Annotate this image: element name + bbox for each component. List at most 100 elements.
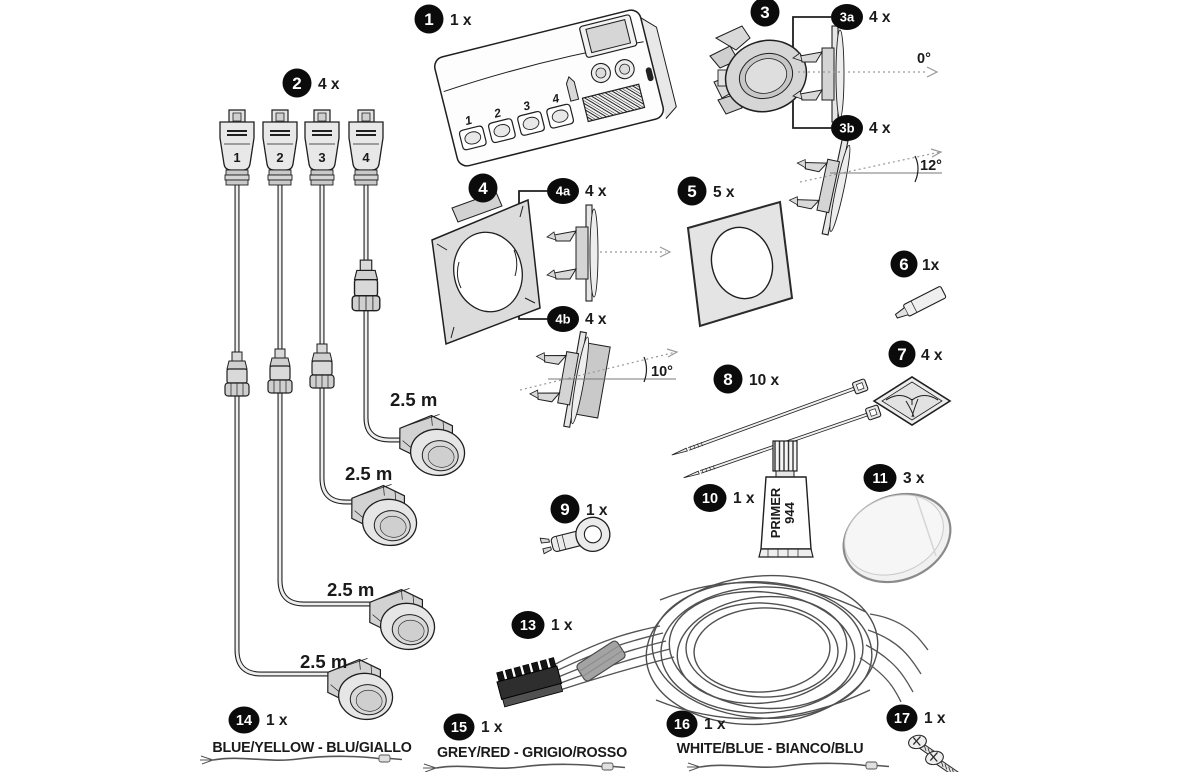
item-11-qty: 3 x <box>903 470 925 487</box>
item-3b-badge: 3b <box>831 115 863 141</box>
item-13-badge: 13 <box>511 611 545 639</box>
sensor-4 <box>394 409 470 479</box>
item-13-group: 13 1 x <box>496 574 929 726</box>
angle-12-label: 12° <box>920 158 942 174</box>
unit-port-label: 3 <box>522 98 532 113</box>
item-17-qty: 1 x <box>924 710 946 727</box>
item-4a-badge-label: 4a <box>556 184 571 199</box>
item-2-qty: 4 x <box>318 76 340 93</box>
adhesive-oval <box>842 492 952 584</box>
item-4a-badge: 4a <box>547 178 579 204</box>
item-14-badge: 14 <box>228 706 260 734</box>
ferrule-1 <box>224 351 250 397</box>
item-17-badge: 17 <box>886 704 918 732</box>
item-1-badge-label: 1 <box>424 10 433 29</box>
plug-4-label: 4 <box>362 150 370 165</box>
item-7-group: 7 4 x <box>872 340 952 426</box>
item-5-badge-label: 5 <box>687 182 696 201</box>
bracket-10deg <box>524 324 611 429</box>
plug-3-label: 3 <box>318 150 325 165</box>
item-14-group: 14 1 x BLUE/YELLOW - BLU/GIALLO <box>199 706 412 765</box>
angle-10-label: 10° <box>651 364 673 380</box>
item-3b-qty: 4 x <box>869 120 891 137</box>
plug-1-label: 1 <box>233 150 240 165</box>
item-13-qty: 1 x <box>551 617 573 634</box>
sensor-2 <box>364 583 440 653</box>
unit-port-label: 2 <box>492 106 503 122</box>
item-16-color-label: WHITE/BLUE - BIANCO/BLU <box>677 741 864 757</box>
item-15-qty: 1 x <box>481 719 503 736</box>
unit-port-label: 1 <box>464 113 474 128</box>
item-8-badge-label: 8 <box>723 370 732 389</box>
adhesive-pad <box>872 376 952 426</box>
item-8-group: 8 10 x <box>667 364 884 486</box>
item-4b-badge-label: 4b <box>555 312 570 327</box>
bracket-0deg <box>546 204 599 302</box>
item-10-badge-label: 10 <box>702 491 718 507</box>
cable-length-label: 2.5 m <box>300 651 347 672</box>
item-7-badge-label: 7 <box>897 345 906 364</box>
arrow-12deg <box>930 148 943 158</box>
item-16-qty: 1 x <box>704 716 726 733</box>
item-1-group: 1 2 3 4 1 1 x <box>414 4 677 167</box>
item-4-badge-label: 4 <box>478 179 488 198</box>
item-5-qty: 5 x <box>713 184 735 201</box>
item-11-badge-label: 11 <box>872 471 887 487</box>
plug-1 <box>219 109 255 186</box>
ferrule-2 <box>267 348 293 394</box>
arrow-to-pad <box>659 246 672 258</box>
item-5-group: 5 5 x <box>677 176 794 328</box>
arrow-10deg <box>666 348 679 358</box>
item-2-badge-label: 2 <box>292 74 301 93</box>
holder-12deg <box>783 131 855 237</box>
wire-grey-red <box>422 762 626 772</box>
item-13-badge-label: 13 <box>520 618 536 634</box>
item-1-qty: 1 x <box>450 12 472 29</box>
item-9-badge-label: 9 <box>560 500 569 519</box>
item-2-group: 1 2 3 4 2.5 m 2.5 m 2.5 m 2.5 m 2 4 x <box>219 68 470 723</box>
item-3-group: 3 0° 3a 4 x 12° 3b 4 x <box>709 0 943 237</box>
ring-terminal <box>539 516 611 555</box>
wire-blue-yellow <box>199 754 403 765</box>
item-10-group: PRIMER 944 10 1 x <box>693 440 814 558</box>
sensor-cables <box>234 183 405 677</box>
item-4b-badge: 4b <box>547 306 579 332</box>
item-3b-badge-label: 3b <box>839 121 854 136</box>
harness-coil <box>645 574 879 726</box>
item-1-badge: 1 <box>414 4 444 34</box>
item-14-badge-label: 14 <box>236 713 252 729</box>
cable-length-label: 2.5 m <box>327 579 374 600</box>
primer-tube-label: 944 <box>782 501 797 523</box>
item-3a-badge: 3a <box>831 4 863 30</box>
item-8-qty: 10 x <box>749 372 780 389</box>
ferrule-3 <box>309 343 335 389</box>
item-15-group: 15 1 x GREY/RED - GRIGIO/ROSSO <box>422 713 627 772</box>
item-9-badge: 9 <box>550 494 580 524</box>
item-6-badge-label: 6 <box>899 255 908 274</box>
item-7-badge: 7 <box>888 340 916 368</box>
item-2-badge: 2 <box>282 68 312 98</box>
cable-length-label: 2.5 m <box>390 389 437 410</box>
item-10-qty: 1 x <box>733 490 755 507</box>
item-16-group: 16 1 x WHITE/BLUE - BIANCO/BLU <box>666 710 890 772</box>
harness-sleeve <box>576 640 626 682</box>
item-14-color-label: BLUE/YELLOW - BLU/GIALLO <box>212 740 411 756</box>
item-4b-qty: 4 x <box>585 311 607 328</box>
arrow-0deg <box>926 66 939 78</box>
item-10-badge: 10 <box>693 484 727 512</box>
item-9-group: 9 1 x <box>539 494 611 555</box>
unit-ports <box>458 103 575 151</box>
primer-tube: PRIMER 944 <box>758 440 814 558</box>
item-11-badge: 11 <box>863 464 897 492</box>
item-6-qty: 1x <box>922 257 940 274</box>
sensor-holder-ring <box>709 25 808 115</box>
item-11-group: 11 3 x <box>842 464 952 584</box>
item-4a-qty: 4 x <box>585 183 607 200</box>
primer-tube-label: PRIMER <box>768 487 783 538</box>
harness-wire-ends <box>859 613 929 703</box>
item-15-color-label: GREY/RED - GRIGIO/ROSSO <box>437 745 627 761</box>
plug-2-label: 2 <box>276 150 283 165</box>
item-3-badge: 3 <box>750 0 780 27</box>
